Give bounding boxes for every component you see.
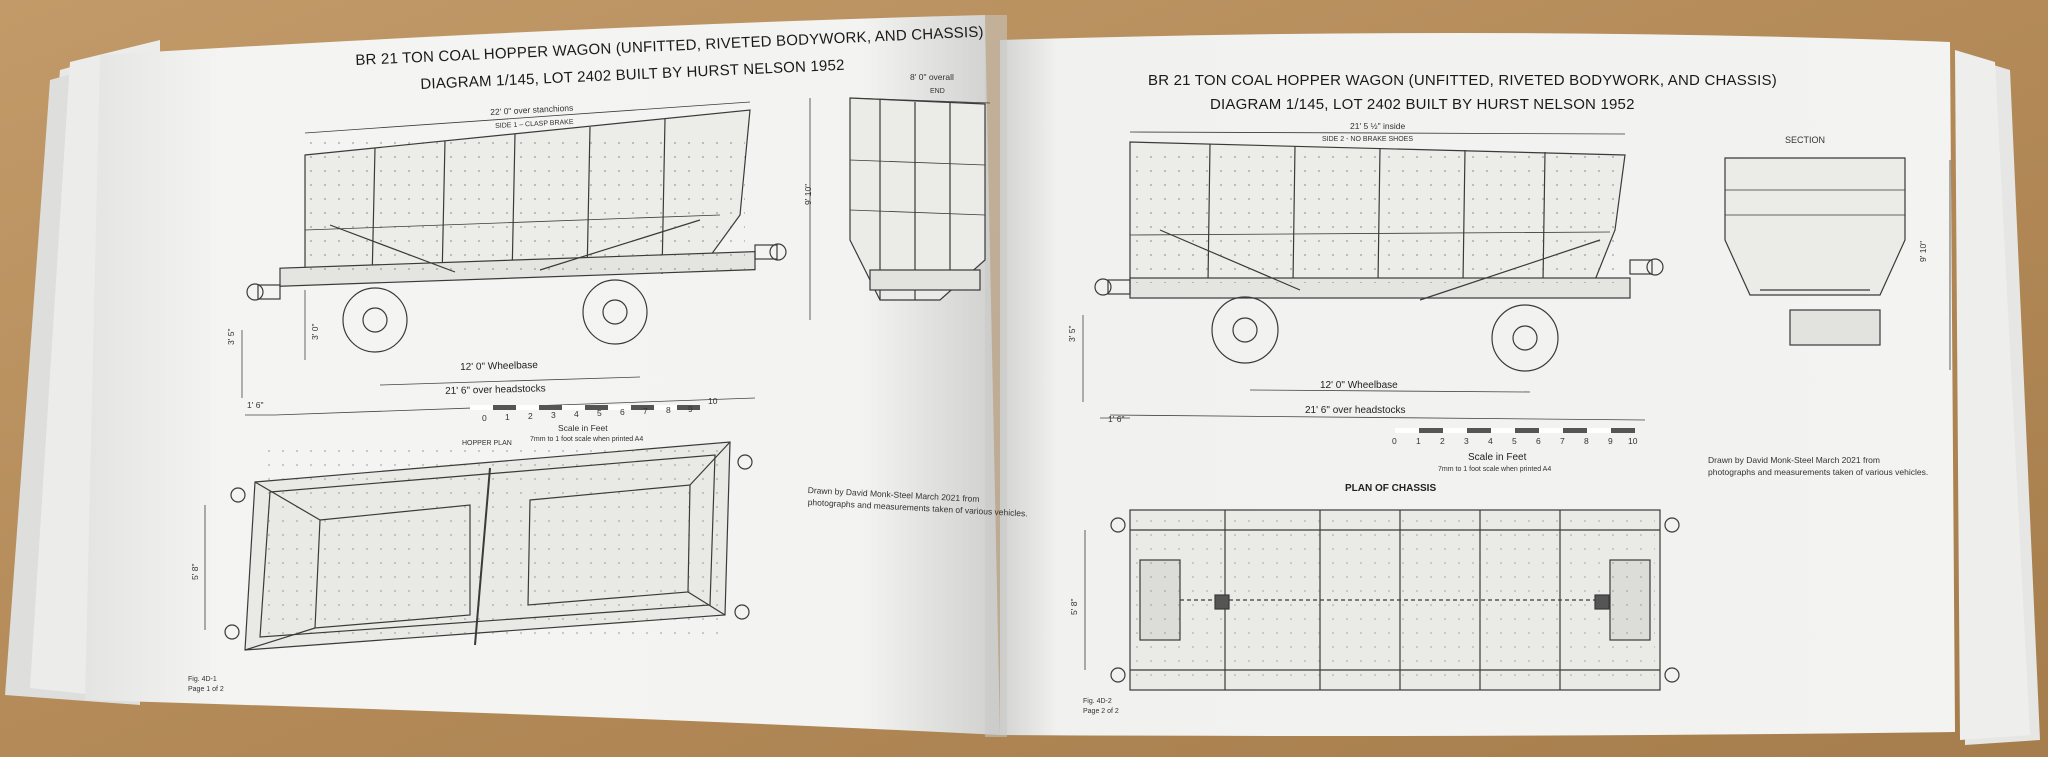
left-scale-num-9: 9 bbox=[688, 404, 693, 414]
right-section-label: SECTION bbox=[1785, 135, 1826, 145]
right-scale-num-6: 6 bbox=[1536, 436, 1541, 446]
right-plan-rivets bbox=[1135, 512, 1655, 687]
right-section-view bbox=[1724, 157, 1951, 370]
right-plan-label: PLAN OF CHASSIS bbox=[1345, 483, 1437, 494]
right-side-rivets bbox=[1132, 148, 1622, 283]
left-scale-num-3: 3 bbox=[551, 410, 556, 420]
left-side-rivets bbox=[305, 140, 745, 280]
left-width-plan: 5' 8" bbox=[190, 563, 200, 580]
right-dimensions bbox=[1082, 315, 1646, 421]
right-wheelbase: 12' 0" Wheelbase bbox=[1320, 380, 1398, 391]
left-buffer-length: 1' 6" bbox=[247, 400, 264, 410]
left-wheelbase: 12' 0" Wheelbase bbox=[460, 359, 538, 373]
left-scale-num-6: 6 bbox=[620, 407, 625, 417]
left-fig: Fig. 4D-1 bbox=[188, 676, 217, 683]
right-page-number: Page 2 of 2 bbox=[1083, 708, 1119, 715]
right-dim-inside: 21' 5 ½" inside bbox=[1350, 121, 1406, 131]
right-width-plan: 5' 8" bbox=[1069, 598, 1079, 615]
left-scale-num-7: 7 bbox=[643, 406, 648, 416]
right-scale-num-3: 3 bbox=[1464, 436, 1469, 446]
right-page-stack bbox=[1955, 50, 2040, 745]
right-height-section: 9' 10" bbox=[1918, 240, 1928, 262]
left-scale-note: 7mm to 1 foot scale when printed A4 bbox=[530, 436, 644, 443]
left-end-label: END bbox=[930, 88, 945, 95]
right-scale-num-1: 1 bbox=[1416, 436, 1421, 446]
left-scale-num-2: 2 bbox=[528, 411, 533, 421]
right-credit-line2: photographs and measurements taken of va… bbox=[1708, 467, 1929, 477]
left-scale-num-1: 1 bbox=[505, 412, 510, 422]
right-scale-num-9: 9 bbox=[1608, 436, 1613, 446]
right-title-line2: DIAGRAM 1/145, LOT 2402 BUILT BY HURST N… bbox=[1210, 96, 1635, 113]
left-page-number: Page 1 of 2 bbox=[188, 686, 224, 693]
left-scale-label: Scale in Feet bbox=[558, 423, 608, 433]
left-scale-num-8: 8 bbox=[666, 405, 671, 415]
right-scale-num-2: 2 bbox=[1440, 436, 1445, 446]
right-side-label: SIDE 2 - NO BRAKE SHOES bbox=[1322, 136, 1414, 143]
right-scale-num-4: 4 bbox=[1488, 436, 1493, 446]
left-scale-num-4: 4 bbox=[574, 409, 579, 419]
left-height-buffer: 3' 5" bbox=[226, 328, 236, 345]
right-scale-bar bbox=[1395, 428, 1635, 433]
right-title-line1: BR 21 TON COAL HOPPER WAGON (UNFITTED, R… bbox=[1148, 72, 1777, 89]
right-credit-line1: Drawn by David Monk-Steel March 2021 fro… bbox=[1708, 455, 1880, 465]
left-scale-bar bbox=[470, 405, 700, 410]
left-end-overall: 8' 0" overall bbox=[910, 72, 954, 82]
gutter-shadow bbox=[985, 15, 1007, 737]
right-fig: Fig. 4D-2 bbox=[1083, 698, 1112, 705]
left-scale-num-10: 10 bbox=[708, 396, 718, 406]
right-scale-num-7: 7 bbox=[1560, 436, 1565, 446]
right-scale-label: Scale in Feet bbox=[1468, 452, 1527, 463]
left-height-floor: 3' 0" bbox=[310, 323, 320, 340]
right-scale-num-8: 8 bbox=[1584, 436, 1589, 446]
right-scale-num-0: 0 bbox=[1392, 436, 1397, 446]
right-scale-num-10: 10 bbox=[1628, 436, 1638, 446]
left-scale-num-0: 0 bbox=[482, 413, 487, 423]
left-end-elevation bbox=[809, 97, 991, 320]
right-height-buffer: 3' 5" bbox=[1067, 325, 1077, 342]
left-scale-num-5: 5 bbox=[597, 408, 602, 418]
right-scale-note: 7mm to 1 foot scale when printed A4 bbox=[1438, 466, 1552, 473]
right-scale-num-5: 5 bbox=[1512, 436, 1517, 446]
left-plan-rivets bbox=[265, 450, 725, 640]
left-plan-label: HOPPER PLAN bbox=[462, 440, 512, 447]
right-over-headstocks: 21' 6" over headstocks bbox=[1305, 405, 1406, 416]
right-buffer-length: 1' 6" bbox=[1108, 414, 1125, 424]
left-height-end: 9' 10" bbox=[803, 183, 813, 205]
